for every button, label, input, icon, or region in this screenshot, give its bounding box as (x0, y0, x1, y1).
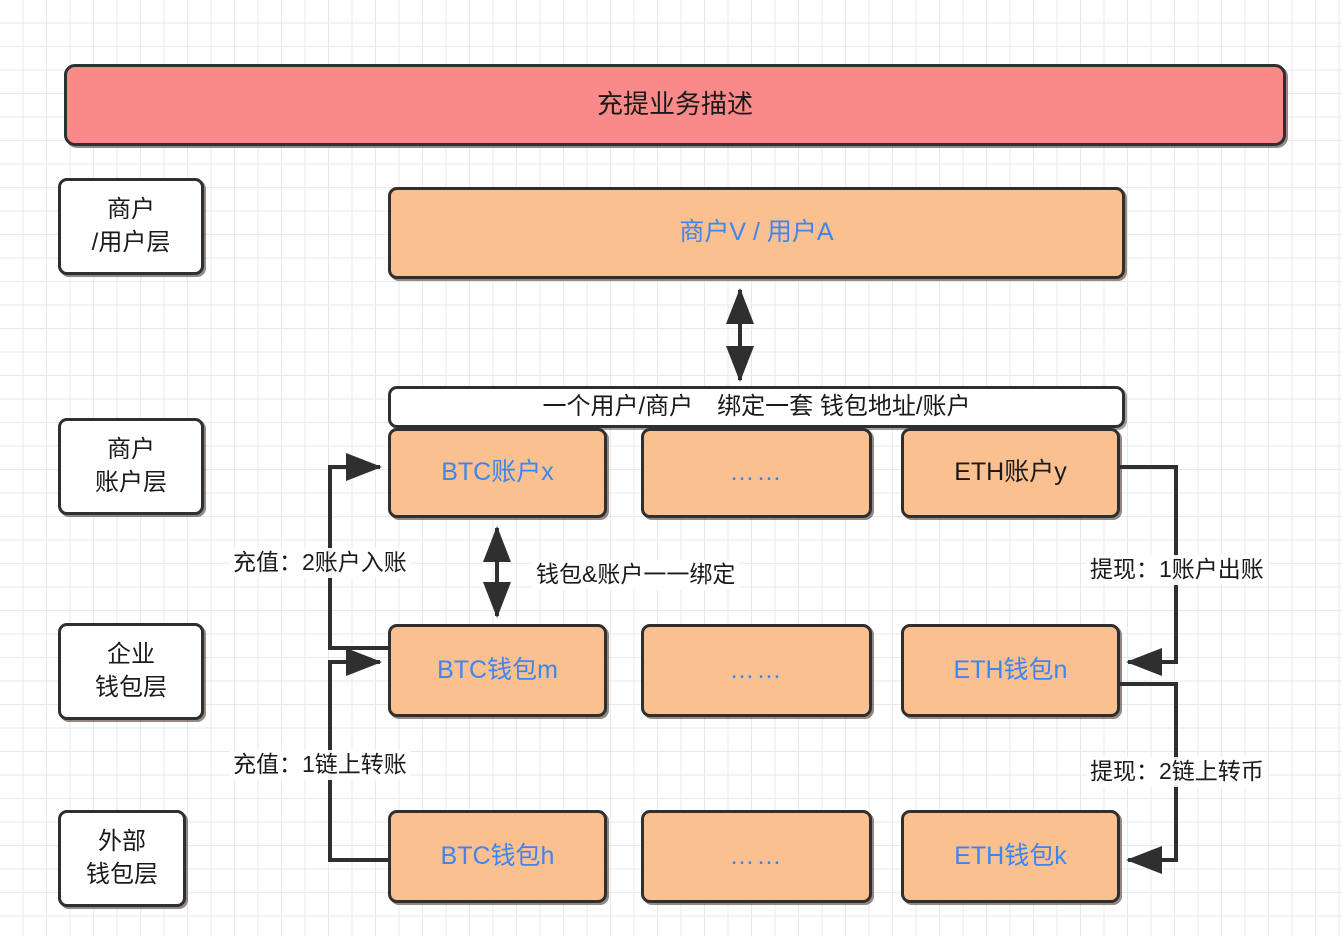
node-binding-band: 一个用户/商户 绑定一套 钱包地址/账户 (388, 386, 1125, 428)
node-label: ETH账户y (954, 458, 1067, 487)
layer-tag-label: 商户 /用户层 (91, 196, 171, 256)
layer-tag-enterprise-wallet: 企业 钱包层 (58, 623, 204, 720)
layer-tag-label: 企业 钱包层 (95, 641, 167, 701)
node-label: BTC钱包h (440, 841, 555, 870)
node-eth-wallet-n[interactable]: ETH钱包n (901, 624, 1120, 717)
edge-label-text: 提现：2链上转币 (1090, 758, 1264, 784)
ellipsis-label: …… (729, 458, 784, 487)
layer-tag-merchant-account: 商户 账户层 (58, 418, 204, 515)
ellipsis-label: …… (729, 655, 784, 684)
node-label: BTC账户x (441, 458, 554, 487)
node-merchant-user[interactable]: 商户V / 用户A (388, 187, 1125, 279)
node-account-ellipsis[interactable]: …… (641, 428, 872, 518)
binding-band-label: 一个用户/商户 绑定一套 钱包地址/账户 (542, 392, 971, 420)
edge-label-text: 充值：2账户入账 (233, 549, 407, 575)
layer-tag-external-wallet: 外部 钱包层 (58, 810, 186, 907)
node-external-ellipsis[interactable]: …… (641, 810, 872, 903)
node-eth-account-y[interactable]: ETH账户y (901, 428, 1120, 518)
node-label: 商户V / 用户A (679, 218, 834, 247)
edge-label-withdraw-account: 提现：1账户出账 (1086, 555, 1268, 585)
node-label: ETH钱包k (954, 841, 1067, 870)
node-btc-account-x[interactable]: BTC账户x (388, 428, 607, 518)
ellipsis-label: …… (729, 841, 784, 870)
edge-label-text: 充值：1链上转账 (233, 751, 407, 777)
page-title: 充提业务描述 (596, 89, 753, 120)
edge-label-deposit-onchain: 充值：1链上转账 (229, 750, 411, 780)
diagram-title-bar: 充提业务描述 (64, 64, 1286, 146)
edge-label-withdraw-onchain: 提现：2链上转币 (1086, 757, 1268, 787)
node-btc-wallet-m[interactable]: BTC钱包m (388, 624, 607, 717)
node-label: BTC钱包m (437, 655, 558, 684)
edge-label-text: 钱包&账户一一绑定 (536, 561, 736, 587)
layer-tag-label: 商户 账户层 (95, 436, 167, 496)
layer-tag-label: 外部 钱包层 (86, 828, 158, 888)
node-label: ETH钱包n (953, 655, 1068, 684)
edge-label-deposit-account: 充值：2账户入账 (229, 548, 411, 578)
node-enterprise-ellipsis[interactable]: …… (641, 624, 872, 717)
layer-tag-merchant-user: 商户 /用户层 (58, 178, 204, 275)
edge-label-wallet-account-binding: 钱包&账户一一绑定 (532, 560, 740, 590)
node-eth-wallet-k[interactable]: ETH钱包k (901, 810, 1120, 903)
node-btc-wallet-h[interactable]: BTC钱包h (388, 810, 607, 903)
edge-label-text: 提现：1账户出账 (1090, 556, 1264, 582)
